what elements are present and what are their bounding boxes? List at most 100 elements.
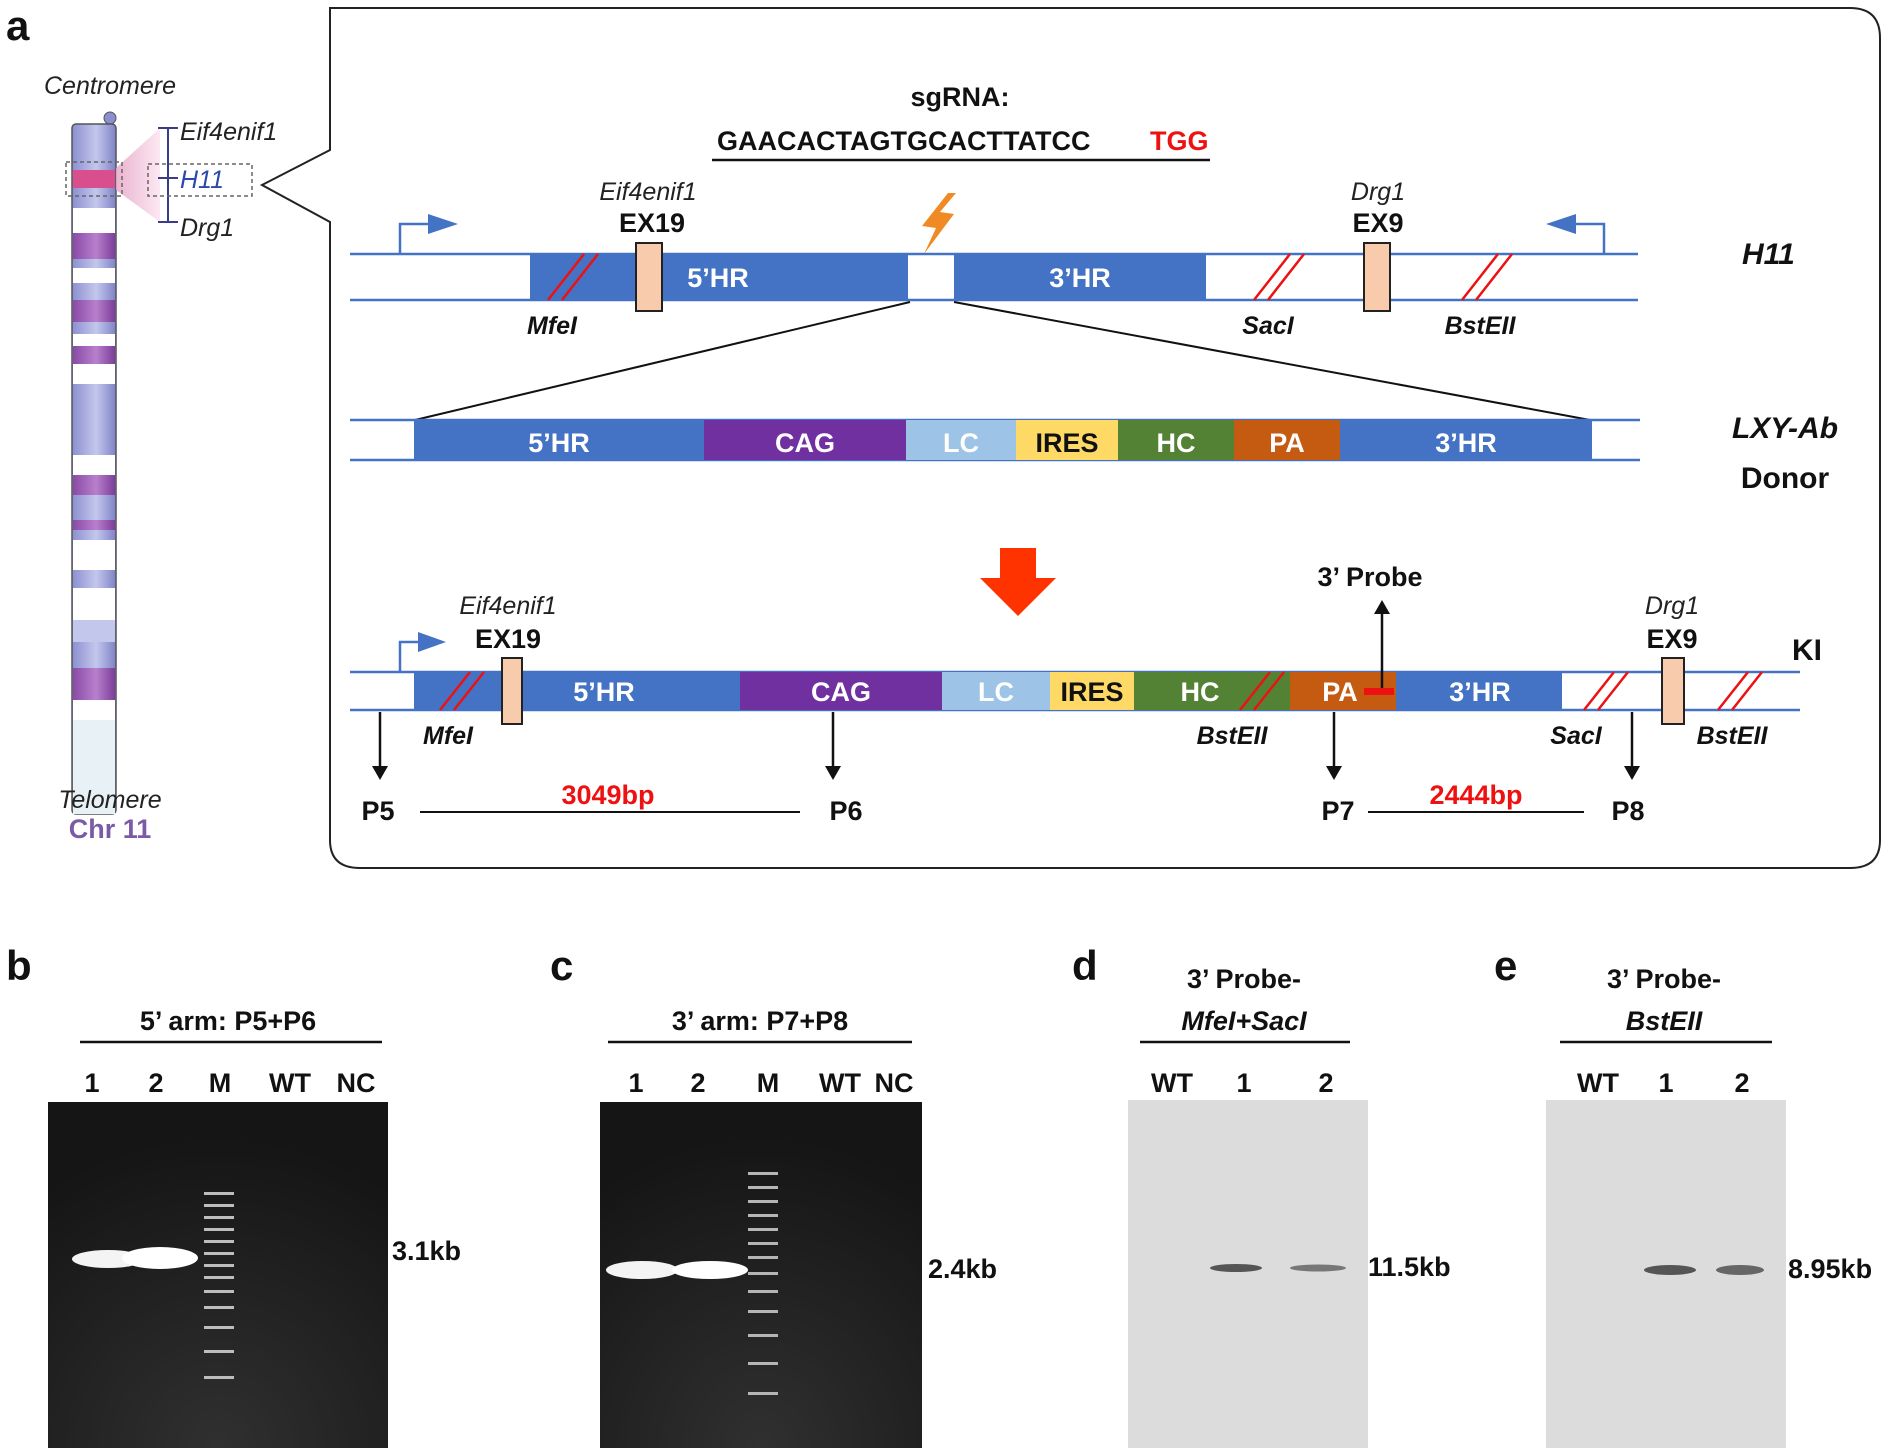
h11-exon-left: EX19 xyxy=(619,208,685,238)
ki-promoter-arrow-icon xyxy=(398,640,420,672)
donor-seg-ires: IRES xyxy=(1035,428,1098,458)
amplicon-5: 3049bp xyxy=(561,780,654,810)
primer-p5: P5 xyxy=(361,796,394,826)
blot-e-title-1: 3’ Probe- xyxy=(1607,964,1721,994)
panel-label-c: c xyxy=(550,942,573,989)
sgrna-pam: TGG xyxy=(1150,126,1209,156)
blot-e-lane-1: 1 xyxy=(1658,1068,1673,1098)
primer-p7: P7 xyxy=(1321,796,1354,826)
h11-locus-track: 5’HR 3’HR Eif4enif1 EX19 Drg1 EX9 MfeI S… xyxy=(350,178,1795,340)
ki-seg-3hr: 3’HR xyxy=(1449,677,1511,707)
donor-seg-lc: LC xyxy=(943,428,979,458)
gel-panel-b: b 5’ arm: P5+P6 1 2 M WT NC 3.1kb xyxy=(6,942,461,1448)
lightning-icon xyxy=(922,193,956,254)
donor-seg-hc: HC xyxy=(1157,428,1196,458)
blot-d-title-1: 3’ Probe- xyxy=(1187,964,1301,994)
sgrna-label: sgRNA: xyxy=(911,82,1010,112)
ki-seg-lc: LC xyxy=(978,677,1014,707)
gene-eif4enif1: Eif4enif1 xyxy=(180,118,277,146)
gene-h11: H11 xyxy=(180,166,224,194)
ki-exon-right: EX9 xyxy=(1646,624,1697,654)
promoter-arrow-left-icon xyxy=(398,222,430,254)
blot-d-lane-1: 1 xyxy=(1236,1068,1251,1098)
chromosome-name: Chr 11 xyxy=(69,814,152,844)
gel-b-lane-m: M xyxy=(209,1068,232,1098)
donor-seg-pa: PA xyxy=(1269,428,1305,458)
ki-seg-ires: IRES xyxy=(1060,677,1123,707)
blot-d-lane-wt: WT xyxy=(1151,1068,1193,1098)
down-arrow-icon xyxy=(980,548,1056,616)
blot-d-band-size: 11.5kb xyxy=(1368,1252,1451,1282)
gene-locus-scale: Eif4enif1 H11 Drg1 xyxy=(147,118,277,242)
donor-name-1: LXY-Ab xyxy=(1732,412,1838,445)
blot-panel-d: d 3’ Probe- MfeI+SacI WT 1 2 11.5kb xyxy=(1072,942,1451,1448)
panel-label-d: d xyxy=(1072,942,1098,989)
h11-site-bsteii: BstEII xyxy=(1445,312,1517,340)
blot-e-band-size: 8.95kb xyxy=(1788,1254,1872,1284)
ki-exon-left: EX19 xyxy=(475,624,541,654)
blot-e-lane-2: 2 xyxy=(1734,1068,1749,1098)
insertion-line-right xyxy=(953,301,1591,421)
callout-box xyxy=(259,7,1881,869)
ki-exon-left-gene: Eif4enif1 xyxy=(459,592,556,620)
donor-name-2: Donor xyxy=(1741,462,1830,495)
gel-c-band-size: 2.4kb xyxy=(928,1254,997,1284)
gel-c-lane-1: 1 xyxy=(628,1068,643,1098)
blot-d-lane-2: 2 xyxy=(1318,1068,1333,1098)
h11-5hr: 5’HR xyxy=(687,263,749,293)
h11-exon-left-gene: Eif4enif1 xyxy=(599,178,696,206)
panel-label-e: e xyxy=(1494,942,1517,989)
gel-b-lane-nc: NC xyxy=(337,1068,376,1098)
insertion-line-left xyxy=(414,301,911,421)
gel-c-lane-wt: WT xyxy=(819,1068,861,1098)
donor-seg-5hr: 5’HR xyxy=(528,428,590,458)
ki-exon-right-gene: Drg1 xyxy=(1645,592,1699,620)
ki-seg-cag: CAG xyxy=(811,677,871,707)
h11-site-mfei: MfeI xyxy=(527,312,578,340)
gel-c-lane-m: M xyxy=(757,1068,780,1098)
gel-b-lane-2: 2 xyxy=(148,1068,163,1098)
gel-panel-c: c 3’ arm: P7+P8 1 2 M WT NC 2.4kb xyxy=(550,942,997,1448)
blot-panel-e: e 3’ Probe- BstEII WT 1 2 8.95kb xyxy=(1494,942,1872,1448)
h11-exon-right-gene: Drg1 xyxy=(1351,178,1405,206)
ki-seg-5hr: 5’HR xyxy=(573,677,635,707)
ki-site-bsteii-2: BstEII xyxy=(1697,722,1769,750)
sgrna-sequence: GAACACTAGTGCACTTATCC xyxy=(717,126,1090,156)
h11-site-saci: SacI xyxy=(1242,312,1294,340)
ki-site-mfei: MfeI xyxy=(423,722,474,750)
ki-site-saci: SacI xyxy=(1550,722,1602,750)
chromosome-ideogram: Centromere Telomere Chr 11 xyxy=(44,72,176,844)
h11-track-name: H11 xyxy=(1742,238,1795,271)
donor-seg-3hr: 3’HR xyxy=(1435,428,1497,458)
donor-seg-cag: CAG xyxy=(775,428,835,458)
primer-p6: P6 xyxy=(829,796,862,826)
primer-p8: P8 xyxy=(1611,796,1644,826)
blot-e-lane-wt: WT xyxy=(1577,1068,1619,1098)
gel-c-lane-nc: NC xyxy=(875,1068,914,1098)
promoter-arrow-right-icon xyxy=(1574,222,1606,254)
gel-b-title: 5’ arm: P5+P6 xyxy=(140,1006,316,1036)
blot-d-title-2: MfeI+SacI xyxy=(1181,1006,1307,1036)
gel-b-lane-wt: WT xyxy=(269,1068,311,1098)
amplicon-3: 2444bp xyxy=(1429,780,1522,810)
panel-label-b: b xyxy=(6,942,32,989)
blot-e-title-2: BstEII xyxy=(1626,1006,1703,1036)
panel-label-a: a xyxy=(6,2,30,49)
telomere-label: Telomere xyxy=(58,786,161,814)
sgrna-block: sgRNA: GAACACTAGTGCACTTATCC TGG xyxy=(712,82,1210,254)
h11-3hr: 3’HR xyxy=(1049,263,1111,293)
h11-exon-right: EX9 xyxy=(1352,208,1403,238)
ki-seg-pa: PA xyxy=(1322,677,1358,707)
ki-track-name: KI xyxy=(1792,634,1822,667)
gene-drg1: Drg1 xyxy=(180,214,234,242)
ki-seg-hc: HC xyxy=(1181,677,1220,707)
gel-c-lane-2: 2 xyxy=(690,1068,705,1098)
gel-b-band-size: 3.1kb xyxy=(392,1236,461,1266)
gel-b-lane-1: 1 xyxy=(84,1068,99,1098)
ki-site-bsteii-1: BstEII xyxy=(1197,722,1269,750)
centromere-label: Centromere xyxy=(44,72,176,100)
ki-probe-label: 3’ Probe xyxy=(1317,562,1422,592)
donor-track: 5’HR CAG LC IRES HC PA 3’HR LXY-Ab Donor xyxy=(350,412,1838,495)
gel-c-title: 3’ arm: P7+P8 xyxy=(672,1006,848,1036)
